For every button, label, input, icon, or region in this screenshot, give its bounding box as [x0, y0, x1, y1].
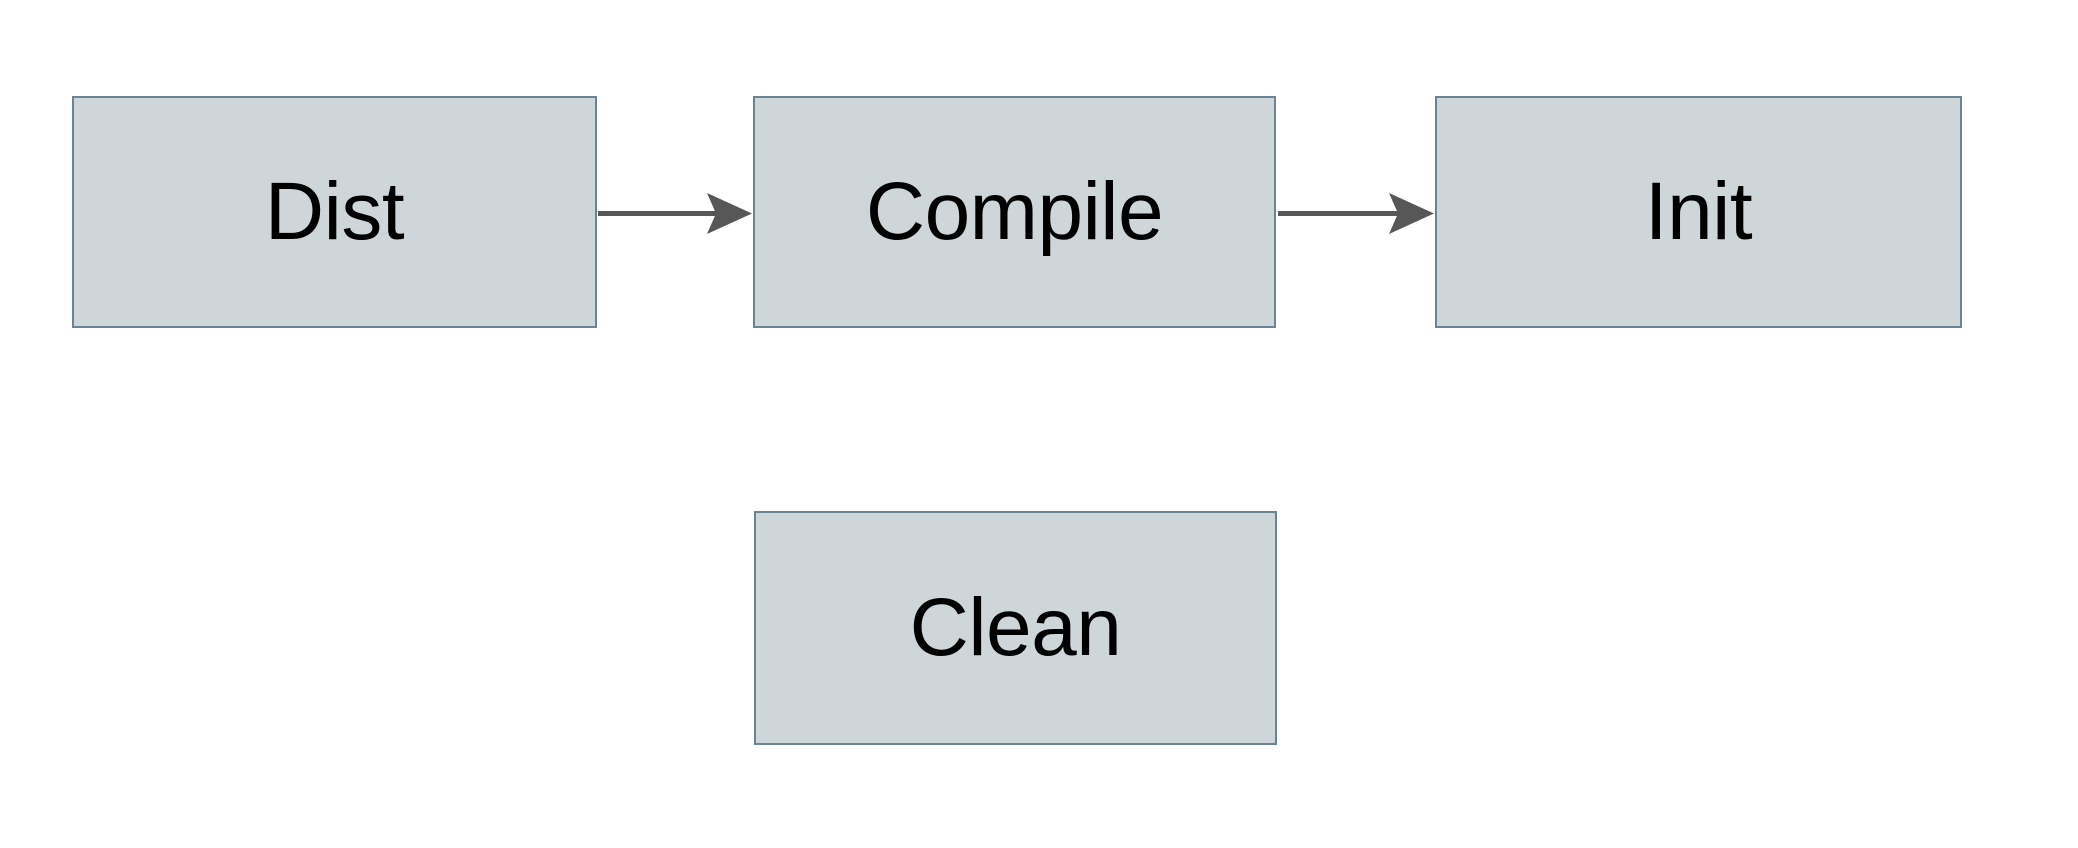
node-label-dist: Dist	[264, 166, 405, 257]
node-init[interactable]: Init	[1435, 96, 1962, 328]
node-dist[interactable]: Dist	[72, 96, 597, 328]
node-compile[interactable]: Compile	[753, 96, 1276, 328]
node-label-init: Init	[1644, 166, 1753, 257]
node-clean[interactable]: Clean	[754, 511, 1277, 745]
arrowhead-icon	[1389, 193, 1434, 234]
arrowhead-icon	[707, 193, 752, 234]
edge-compile-to-init-group	[1278, 193, 1434, 234]
node-label-compile: Compile	[865, 166, 1164, 257]
edge-dist-to-compile-group	[598, 193, 752, 234]
node-label-clean: Clean	[909, 582, 1122, 673]
